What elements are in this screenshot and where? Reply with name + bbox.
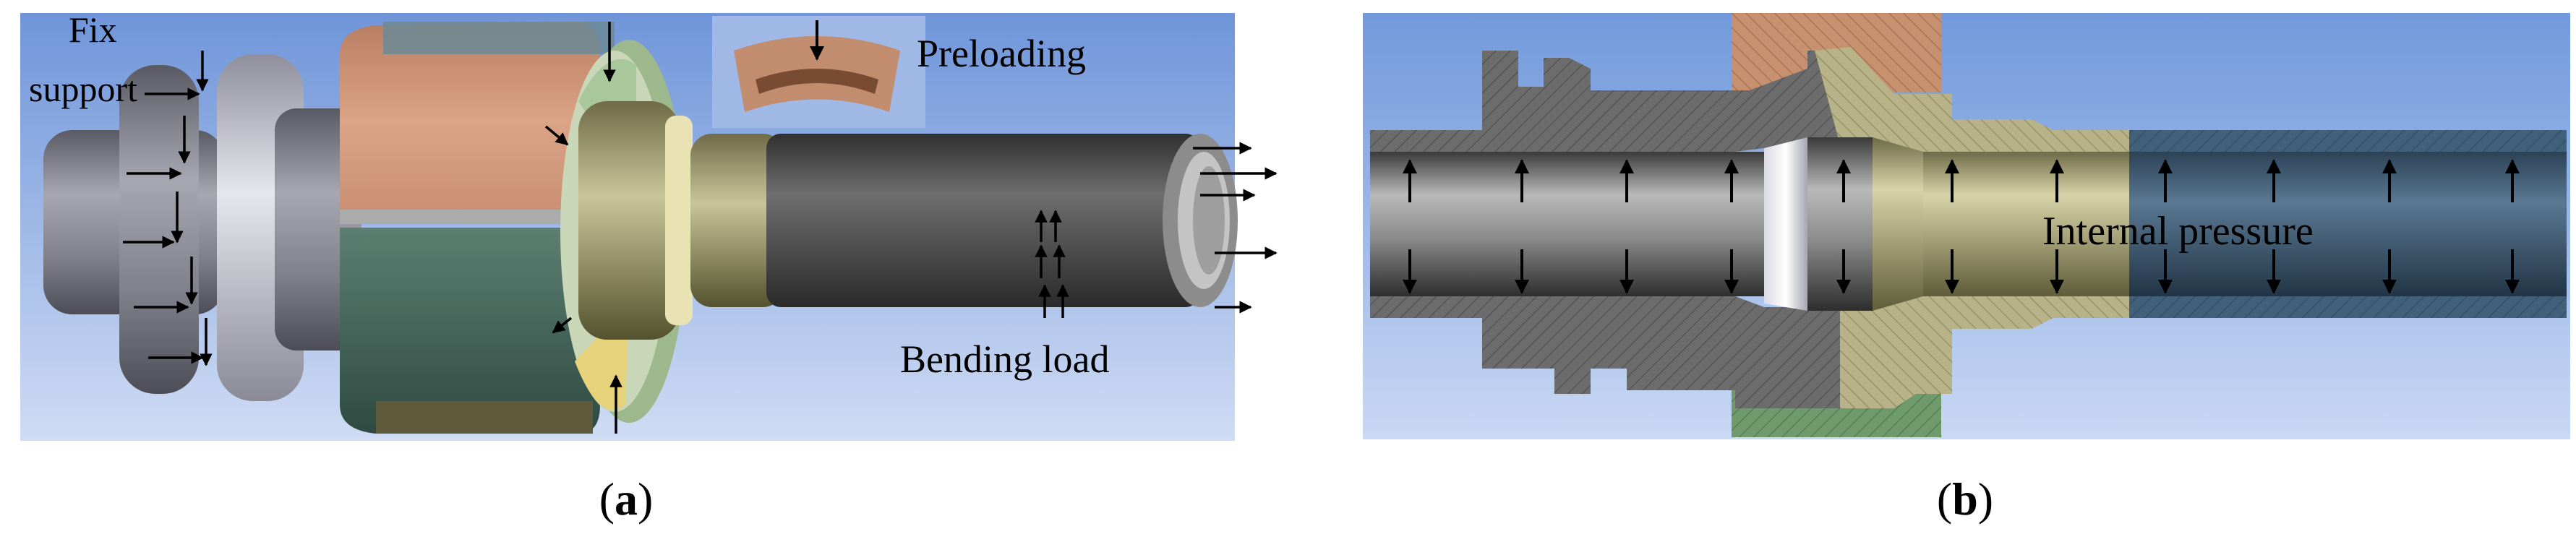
clamp-upper-half	[340, 22, 600, 220]
caption-a: (a)	[599, 473, 654, 525]
gray-section-upper	[1370, 51, 1840, 152]
bushing-large	[578, 101, 680, 340]
internal-pressure-arrows	[1403, 159, 2520, 294]
bore-olive	[1923, 152, 2133, 296]
bore-olive-taper	[1873, 137, 1923, 311]
fix-support-arrows	[123, 51, 213, 366]
gray-section-lower	[1370, 296, 1840, 408]
bore-blue	[2129, 152, 2567, 296]
bore-gray	[1370, 152, 1789, 296]
svg-text:(b): (b)	[1937, 473, 1993, 525]
olive-section-upper	[1815, 47, 2140, 152]
blue-section-upper	[2129, 130, 2567, 152]
panel-b: Internal pressure	[1363, 13, 2570, 439]
bore-seal	[1807, 137, 1873, 311]
clamp-upper-top-band	[383, 22, 615, 54]
label-fix: Fix	[69, 9, 117, 50]
pipe-body	[766, 134, 1200, 307]
label-internal-pressure: Internal pressure	[2042, 209, 2314, 254]
panel-a: Fix support Preloading Bending load	[20, 9, 1278, 441]
svg-text:(a): (a)	[599, 473, 654, 525]
support-ring-outer	[119, 65, 199, 394]
clamp-preload-arrows	[544, 22, 622, 434]
axial-load-arrows	[1193, 142, 1278, 314]
seal-taper	[1764, 137, 1807, 311]
bushing-small	[690, 134, 784, 307]
preloading-clamp-inner	[756, 69, 878, 94]
pipe-end-bore-inner	[1193, 166, 1225, 275]
clamp-gap	[340, 210, 600, 224]
label-preloading: Preloading	[917, 32, 1086, 75]
caption-a-letter: a	[615, 473, 638, 525]
clamp-lower-half	[340, 228, 600, 434]
label-bending-load: Bending load	[900, 337, 1109, 381]
bending-load-arrows	[1035, 210, 1069, 318]
clamp-lower-bottom-band	[376, 401, 593, 434]
blue-section-lower	[2129, 296, 2567, 318]
label-support: support	[29, 69, 137, 109]
olive-section-lower	[1840, 296, 2140, 408]
caption-b: (b)	[1937, 473, 1993, 525]
bushing-band	[665, 116, 693, 325]
caption-b-letter: b	[1952, 473, 1978, 525]
